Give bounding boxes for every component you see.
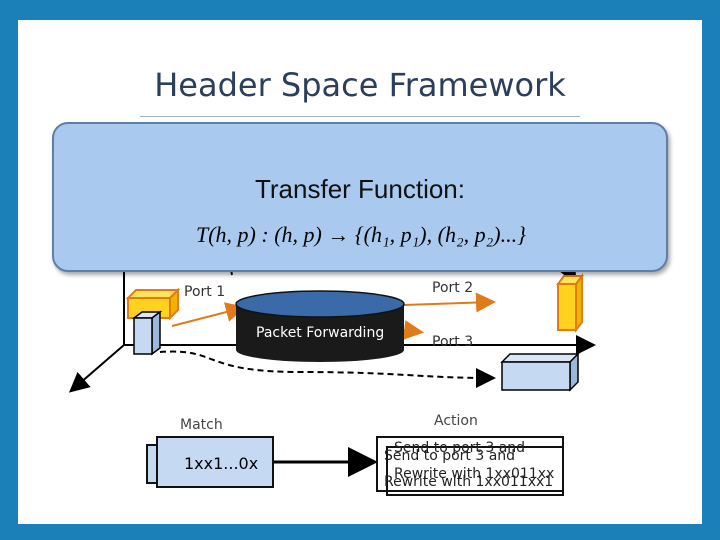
port2-header-box (558, 276, 582, 330)
port3-output-box (502, 354, 578, 390)
port1-input-box (134, 312, 160, 354)
action-front-line2: Rewrite with 1xx011xx1 (384, 474, 553, 490)
axis-depth (72, 345, 124, 390)
port3-label: Port 3 (432, 334, 473, 350)
packet-forwarding-label: Packet Forwarding (256, 325, 384, 341)
transfer-function-label: Transfer Function: (0, 174, 720, 205)
transfer-function-formula: T(h, p) : (h, p) → {(h₁, p₁), (h₂, p₂)..… (196, 222, 556, 248)
port1-label: Port 1 (184, 284, 225, 300)
action-front-line1: Send to port 3 and (384, 448, 515, 464)
match-heading: Match (180, 417, 223, 433)
arrow-forwarding-to-port2 (404, 302, 492, 305)
match-value: 1xx1...0x (184, 454, 258, 473)
arrow-forwarding-to-port3 (404, 330, 420, 332)
action-heading: Action (434, 413, 478, 429)
arrow-port1-to-forwarding (172, 308, 242, 326)
port2-label: Port 2 (432, 280, 473, 296)
